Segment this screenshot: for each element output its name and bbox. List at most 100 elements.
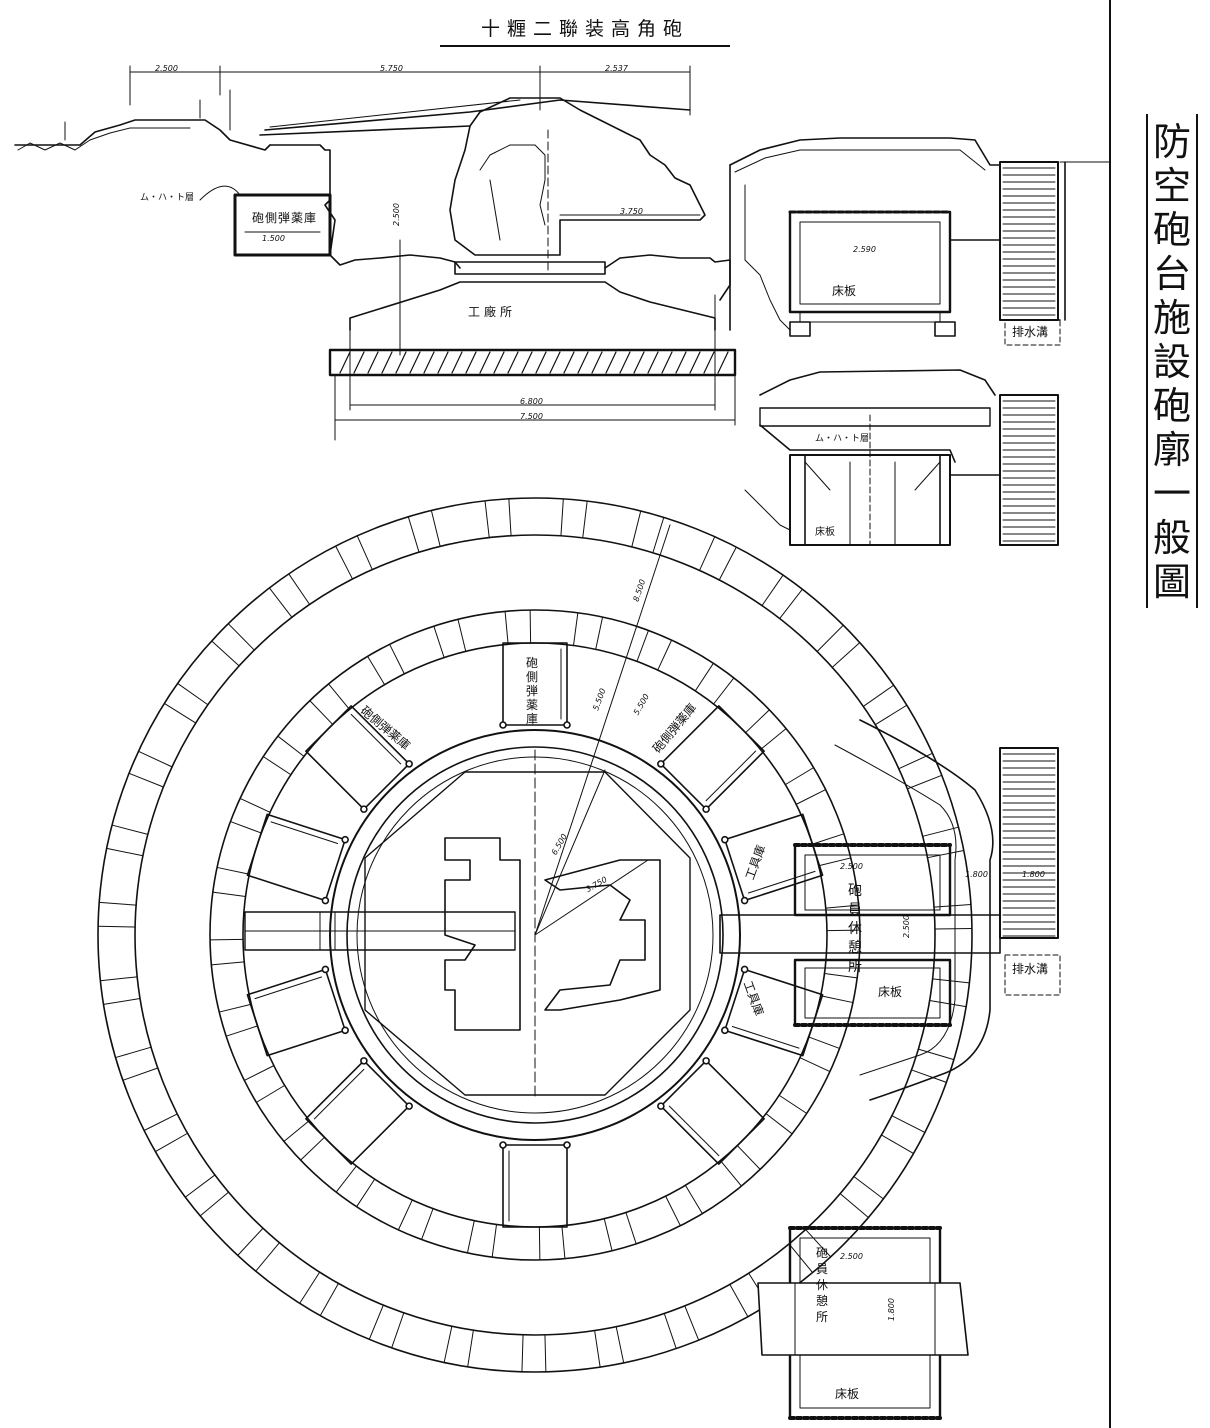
slab-hatch-line [521, 351, 533, 374]
gun-mount [449, 97, 706, 256]
masonry-joint [594, 1330, 601, 1368]
masonry-joint [718, 546, 737, 581]
inner-ring-outer [209, 609, 861, 1261]
masonry-joint [911, 1069, 947, 1083]
masonry-joint [368, 1304, 384, 1340]
masonry-joint [544, 1334, 547, 1373]
slab-hatch-line [353, 351, 365, 374]
recess-bay [502, 1144, 568, 1228]
label-floor-plan: 床板 [878, 985, 903, 999]
label-floor-lower: 床板 [815, 527, 835, 538]
masonry-joint [665, 1195, 681, 1227]
pit-wall-left [269, 144, 461, 269]
sheet-title-char: 廓 [1152, 428, 1191, 472]
sheet-title-char: 砲 [1152, 384, 1191, 428]
slab-hatch-line [703, 351, 715, 374]
ground-line [14, 119, 271, 151]
label-workshop: 工廠所 [468, 305, 517, 319]
recess-bay-line [705, 750, 757, 802]
masonry-joint [917, 1048, 955, 1061]
masonry-joint [805, 1229, 832, 1258]
masonry-joint [508, 498, 512, 537]
label-drain-plan: 排水溝 [1012, 962, 1049, 976]
masonry-joint [603, 1218, 613, 1252]
bay-post [702, 805, 710, 813]
bay-post [721, 1026, 729, 1035]
masonry-joint [255, 1242, 280, 1272]
masonry-joint [853, 1176, 884, 1200]
sheet-title-char: 設 [1152, 340, 1191, 384]
slab-hatch-line [395, 351, 407, 374]
masonry-joint [694, 662, 714, 692]
masonry-joint [239, 797, 271, 813]
bay-post [702, 1057, 710, 1065]
recess-bay [305, 705, 410, 810]
masonry-joint [560, 498, 564, 537]
masonry-joint [663, 1313, 677, 1350]
masonry-joint [243, 1065, 275, 1081]
masonry-joint [430, 509, 441, 547]
slab-hatch-line [689, 351, 701, 374]
gun-pit-wall [329, 729, 741, 1141]
masonry-joint [397, 1199, 413, 1231]
slab-hatch-line [605, 351, 617, 374]
slab-hatch-line [409, 351, 421, 374]
slab-hatch-line [479, 351, 491, 374]
recess-bay-line [313, 1068, 365, 1120]
masonry-joint [778, 1094, 808, 1114]
masonry-joint [934, 927, 973, 930]
drain-box-plan [1004, 954, 1061, 996]
bay-post [499, 721, 507, 729]
masonry-joint [466, 1220, 475, 1254]
sheet-title-char: 圖 [1152, 560, 1191, 604]
masonry-joint [825, 904, 860, 909]
slab-hatch-line [423, 351, 435, 374]
gun-pit-octagon [364, 771, 691, 1096]
stairway-plan [999, 747, 1059, 939]
masonry-joint [391, 1312, 405, 1349]
masonry-joint [262, 756, 292, 776]
masonry-joint [799, 1057, 831, 1073]
dim-label: 7.500 [520, 412, 543, 421]
masonry-joint [335, 1165, 357, 1193]
masonry-joint [356, 535, 373, 571]
sheet-title-char: 空 [1152, 164, 1191, 208]
bay-post [321, 965, 330, 974]
sheet-title-char: 一 [1152, 472, 1191, 516]
bay-post [563, 721, 571, 729]
gun-base-plate [454, 261, 606, 275]
masonry-joint [761, 574, 784, 607]
slab-hatch-line [437, 351, 449, 374]
recess-bay [660, 1060, 765, 1165]
slab-hatch-line [507, 351, 519, 374]
masonry-joint [154, 1132, 189, 1153]
masonry-joint [699, 536, 716, 571]
bay-post [321, 896, 330, 905]
masonry-joint [760, 728, 787, 751]
masonry-joint [816, 624, 844, 652]
masonry-joint [237, 1227, 264, 1256]
terrain-hatch [17, 127, 191, 151]
masonry-joint [225, 1025, 259, 1037]
recess-bay [660, 705, 765, 810]
dim-label: 1.500 [262, 234, 285, 243]
masonry-joint [615, 1326, 625, 1364]
masonry-joint [788, 1243, 814, 1274]
mound-lower [759, 369, 996, 396]
bay-post [740, 896, 749, 905]
label-crew-detail: 砲員休憩所 [815, 1246, 828, 1324]
masonry-joint [729, 1283, 749, 1318]
dim-label: 2.500 [840, 1252, 863, 1261]
bay-post [360, 805, 368, 813]
recess-bay-line [731, 1025, 800, 1049]
masonry-joint [491, 1223, 498, 1258]
dim-label: 2.537 [605, 64, 628, 73]
label-floor: 床板 [832, 284, 857, 298]
masonry-joint [467, 1329, 474, 1368]
dim-label: 1.800 [886, 1298, 896, 1321]
bay-post [740, 965, 749, 974]
masonry-joint [684, 1184, 703, 1215]
masonry-joint [891, 1115, 926, 1133]
dim-label: 2.500 [155, 64, 178, 73]
